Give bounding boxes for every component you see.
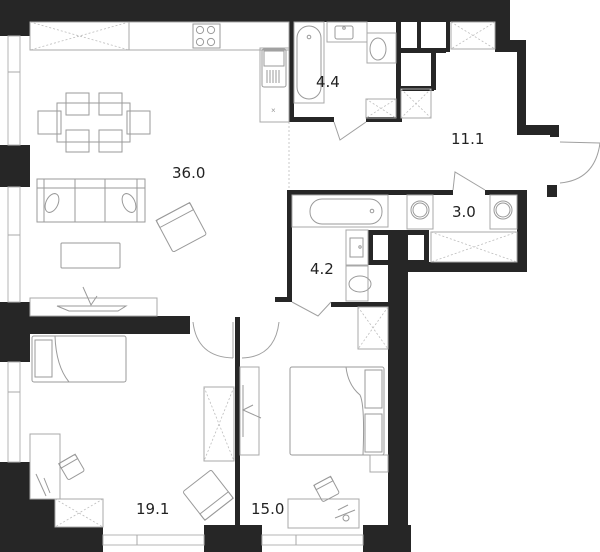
coffee-table-icon [60, 242, 121, 269]
windows [7, 35, 364, 546]
area-hallway: 11.1 [451, 130, 484, 148]
bathroom-2-fixtures [291, 194, 389, 302]
bathtub-icon [291, 194, 389, 228]
exterior-walls [0, 0, 559, 552]
armchair-icon [155, 201, 207, 253]
interior-walls [30, 20, 527, 525]
kitchen: × [29, 21, 290, 123]
area-living-kitchen: 36.0 [172, 164, 205, 182]
sink-icon [326, 21, 368, 43]
armchair-icon [58, 453, 85, 480]
wardrobe-icon [430, 231, 518, 263]
bed-icon [289, 366, 389, 473]
armchair-icon [313, 475, 340, 502]
bathtub-icon [293, 21, 325, 104]
wardrobe-icon [357, 306, 389, 350]
closets-top [400, 21, 496, 119]
washing-machine-icon [406, 194, 434, 230]
stove-icon [192, 23, 221, 49]
desk-icon [287, 498, 360, 529]
sink-icon [345, 229, 369, 267]
bathroom-1-fixtures [293, 21, 397, 119]
washing-machine-icon [489, 194, 518, 230]
washing-machine-icon [365, 98, 397, 119]
sofa-icon [36, 178, 146, 223]
wardrobe-icon [54, 498, 104, 528]
desk-icon [29, 433, 61, 500]
sink-icon [261, 48, 287, 88]
bedroom-1-furniture [29, 335, 235, 528]
bed-icon [31, 335, 127, 383]
area-laundry: 3.0 [452, 203, 476, 221]
area-labels: 36.0 4.4 11.1 3.0 4.2 19.1 15.0 [136, 73, 484, 518]
tv-icon [29, 286, 158, 317]
toilet-icon [366, 32, 397, 64]
toilet-icon [345, 264, 372, 302]
area-bedroom-2: 15.0 [251, 500, 284, 518]
area-bedroom-1: 19.1 [136, 500, 169, 518]
wardrobe-icon [203, 386, 235, 462]
armchair-icon [183, 470, 234, 521]
laundry-fixtures [406, 194, 518, 263]
area-bathroom-1: 4.4 [316, 73, 340, 91]
wardrobe-icon [239, 366, 262, 456]
area-bathroom-2: 4.2 [310, 260, 334, 278]
bedroom-2-furniture [239, 306, 389, 529]
cross-mark: × [271, 106, 276, 115]
dining-table-icon [37, 92, 151, 153]
